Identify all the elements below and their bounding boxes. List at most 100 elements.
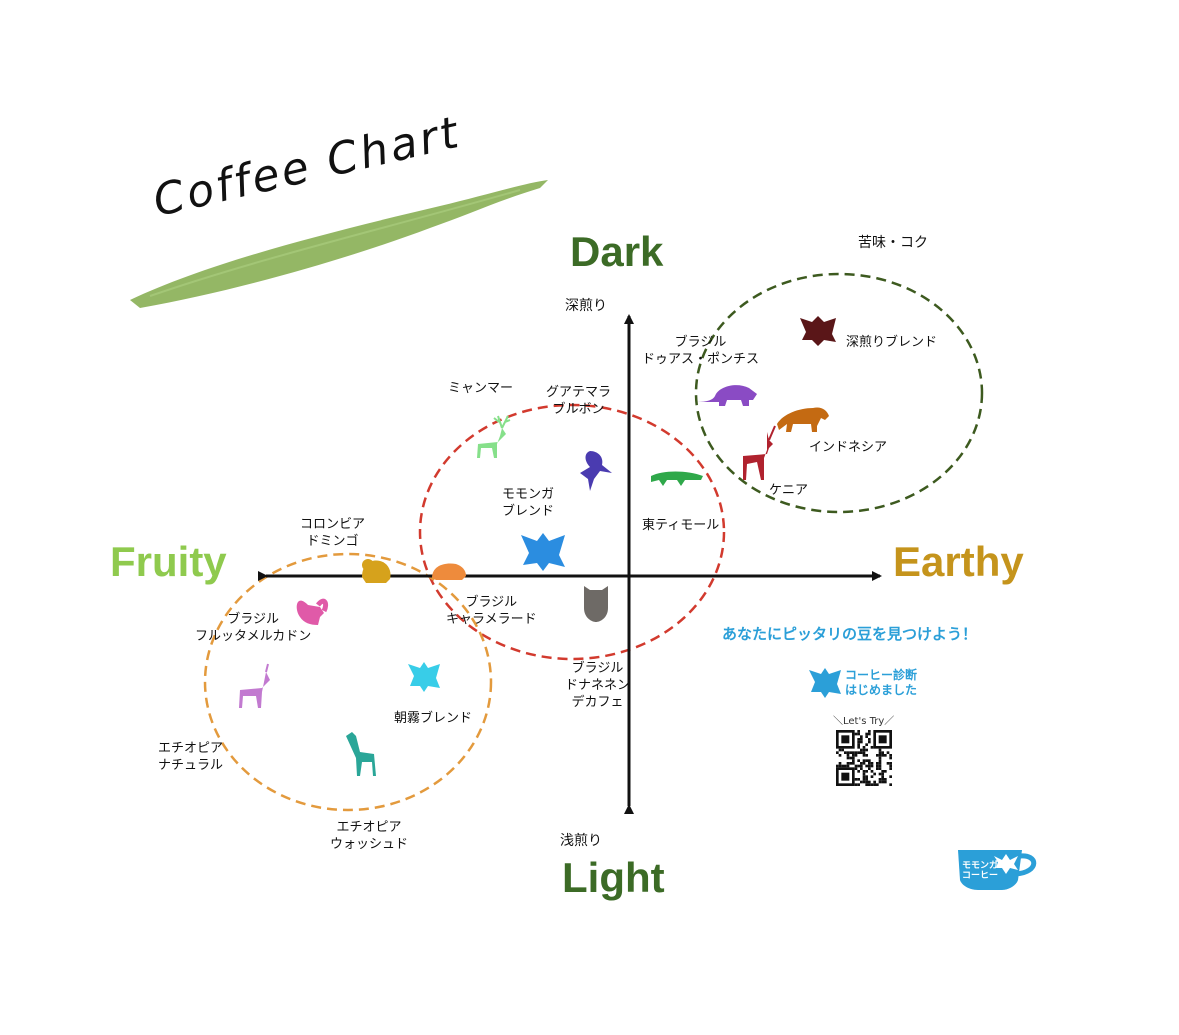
qr-module <box>857 740 860 744</box>
qr-module <box>881 780 884 784</box>
capybara-icon <box>432 563 466 580</box>
qr-module <box>860 748 863 752</box>
qr-module <box>878 772 882 776</box>
qr-module <box>881 775 884 778</box>
logo-cup-icon <box>958 850 1037 890</box>
diagnosis-text[interactable]: コーヒー診断 はじめました <box>845 668 918 697</box>
qr-module <box>868 738 871 741</box>
qr-module <box>881 770 884 773</box>
qr-module <box>865 748 868 752</box>
qr-module <box>865 735 868 738</box>
coffee-label: モモンガ ブレンド <box>502 487 555 519</box>
qr-module <box>878 756 882 760</box>
qr-module <box>852 759 855 762</box>
qr-module <box>876 754 879 757</box>
qr-module <box>873 772 876 776</box>
qr-module <box>838 754 842 757</box>
qr-module <box>841 764 844 768</box>
qr-module <box>873 783 876 786</box>
qr-module <box>860 738 863 741</box>
qr-module <box>841 772 850 781</box>
monkey-icon <box>362 559 391 583</box>
promo-headline[interactable]: あなたにピッタリの豆を見つけよう！ <box>722 626 978 643</box>
qr-module <box>857 764 860 768</box>
deer-icon <box>239 663 270 708</box>
qr-module <box>889 764 892 768</box>
coffee-label: 東ティモール <box>642 518 720 533</box>
qr-module <box>868 767 871 770</box>
gazelle-icon <box>743 425 776 480</box>
qr-module <box>852 756 855 760</box>
qr-module <box>857 730 860 733</box>
qr-module <box>844 764 847 768</box>
qr-module <box>860 762 863 765</box>
qr-code[interactable] <box>836 730 892 786</box>
qr-module <box>889 775 892 778</box>
qr-module <box>878 759 882 762</box>
qr-module <box>860 751 863 754</box>
qr-module <box>889 756 892 760</box>
qr-module <box>884 778 887 781</box>
qr-module <box>844 751 847 754</box>
qr-module <box>854 754 858 757</box>
qr-module <box>870 770 874 773</box>
qr-module <box>860 764 863 768</box>
giraffe-icon <box>346 732 376 776</box>
coffee-label: 朝霧ブレンド <box>394 711 473 726</box>
qr-module <box>862 754 866 757</box>
qr-module <box>857 783 860 786</box>
qr-module <box>857 778 860 781</box>
cluster-circle-fruity <box>203 552 493 812</box>
qr-module <box>868 740 871 744</box>
qr-module <box>857 743 860 746</box>
qr-module <box>878 764 882 768</box>
qr-module <box>865 778 868 781</box>
qr-module <box>865 770 868 773</box>
coffee-label: エチオピア ナチュラル <box>158 741 224 773</box>
axis-label-dark: Dark <box>570 228 664 275</box>
qr-module <box>849 751 852 754</box>
qr-module <box>836 751 839 754</box>
qr-module <box>868 730 871 733</box>
qr-module <box>878 778 882 781</box>
coffee-label: インドネシア <box>809 440 888 455</box>
coffee-label: ブラジル キャラメラード <box>446 595 537 627</box>
qr-module <box>878 767 882 770</box>
qr-module <box>870 783 874 786</box>
qr-module <box>857 751 860 754</box>
qr-module <box>868 780 871 784</box>
parrot-icon <box>580 451 612 491</box>
qr-module <box>865 754 868 757</box>
qr-module <box>884 754 887 757</box>
logo-text: モモンガ コーヒー <box>962 860 999 880</box>
flying-squirrel-icon <box>809 668 841 698</box>
qr-module <box>862 775 866 778</box>
qr-module <box>852 762 855 765</box>
qr-module <box>878 751 882 754</box>
qr-module <box>857 770 860 773</box>
qr-module <box>886 751 890 754</box>
qr-module <box>857 738 860 741</box>
qr-module <box>854 751 858 754</box>
qr-module <box>862 748 866 752</box>
qr-module <box>854 764 858 768</box>
crocodile-icon <box>651 471 703 486</box>
qr-module <box>881 751 884 754</box>
owl-icon <box>584 586 608 622</box>
coffee-label: ミャンマー <box>448 381 514 396</box>
qr-module <box>854 778 858 781</box>
qr-module <box>868 762 871 765</box>
cluster-circle-center <box>418 403 726 661</box>
qr-module <box>868 759 871 762</box>
qr-module <box>878 762 882 765</box>
qr-module <box>852 751 855 754</box>
qr-module <box>862 746 866 749</box>
axis-label-earthy: Earthy <box>893 538 1024 585</box>
qr-module <box>873 780 876 784</box>
flying-squirrel-icon <box>521 533 565 571</box>
qr-module <box>857 759 860 762</box>
cluster-circle-dark <box>694 272 984 514</box>
qr-module <box>865 759 868 762</box>
qr-module <box>857 746 860 749</box>
qr-module <box>862 770 866 773</box>
